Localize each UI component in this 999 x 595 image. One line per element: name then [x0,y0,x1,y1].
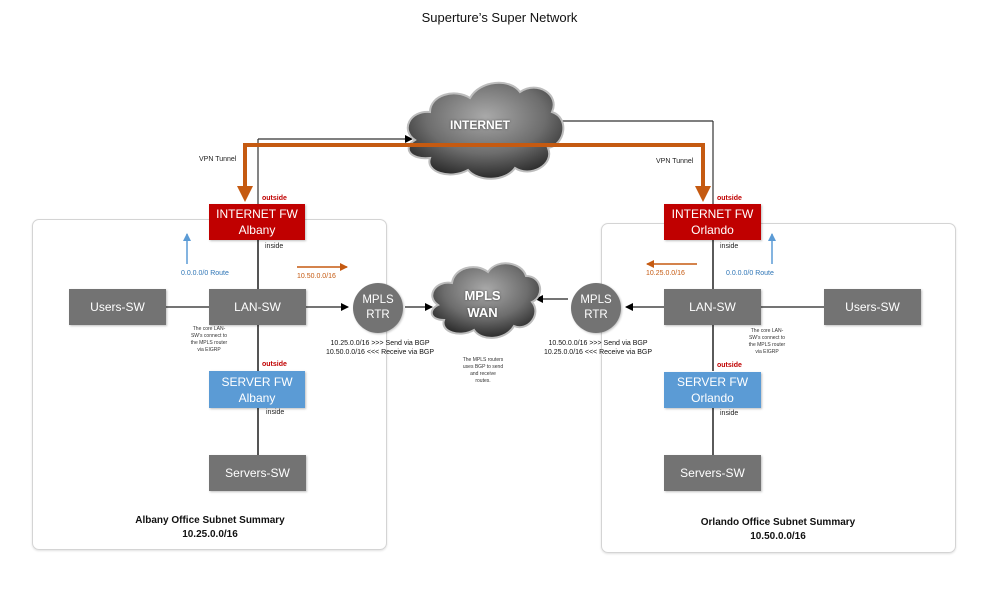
albany-lan-note-line: The core LAN- [192,326,226,332]
orlando-bgp-receive: 10.25.0.0/16 <<< Receive via BGP [544,349,652,356]
albany-server-inside-label: inside [266,409,285,416]
albany-remote-route-label: 10.50.0.0/16 [297,273,336,280]
orlando-internet-fw-line2: Orlando [691,223,734,237]
albany-servers-sw[interactable]: Servers-SW [209,455,306,491]
albany-internet-fw-line1: INTERNET FW [216,207,298,221]
orlando-lan-note: The core LAN- SW’s connect to the MPLS r… [742,328,792,356]
albany-outside-label: outside [262,195,287,202]
orlando-mpls-rtr[interactable]: MPLS RTR [571,283,621,333]
orlando-summary-subnet: 10.50.0.0/16 [750,531,806,542]
mpls-wan-cloud-label: MPLS WAN [445,287,520,321]
orlando-servers-sw[interactable]: Servers-SW [664,455,761,491]
orlando-summary-title: Orlando Office Subnet Summary [700,517,856,528]
albany-mpls-rtr[interactable]: MPLS RTR [353,283,403,333]
vpn-tunnel-path [243,143,705,190]
orlando-internet-fw[interactable]: INTERNET FW Orlando [664,204,761,240]
internet-cloud-label: INTERNET [450,118,510,132]
orlando-bgp-routes: 10.50.0.0/16 >>> Send via BGP 10.25.0.0/… [538,339,658,357]
orlando-subnet-summary: Orlando Office Subnet Summary 10.50.0.0/… [668,516,888,544]
vpn-tunnel-label-left: VPN Tunnel [199,156,237,163]
albany-server-outside-label: outside [262,361,287,368]
albany-server-fw[interactable]: SERVER FW Albany [209,371,305,408]
diagram-title: Superture’s Super Network [421,10,578,25]
orlando-remote-route-label: 10.25.0.0/16 [646,270,685,277]
albany-users-sw[interactable]: Users-SW [69,289,166,325]
albany-lan-note-line: SW’s connect to [190,333,228,339]
mpls-note-line: The MPLS routers [462,357,504,363]
albany-lan-note-line: via EIGRP [197,347,221,353]
orlando-server-outside-label: outside [717,362,742,369]
orlando-inside-label: inside [720,243,739,250]
albany-inside-label: inside [265,243,284,250]
orlando-server-fw-line1: SERVER FW [676,375,749,389]
mpls-wan-cloud-icon [430,262,542,339]
albany-internet-fw-line2: Albany [238,223,276,237]
vpn-tunnel-label-right: VPN Tunnel [656,158,694,165]
albany-internet-fw[interactable]: INTERNET FW Albany [209,204,305,240]
mpls-wan-label-line1: MPLS [464,288,501,303]
albany-lan-note: The core LAN- SW’s connect to the MPLS r… [184,326,234,354]
mpls-note-line: and receive [470,371,496,377]
albany-server-fw-line2: Albany [238,390,276,405]
orlando-lan-note-line: the MPLS router [748,342,786,348]
orlando-lan-sw[interactable]: LAN-SW [664,289,761,325]
albany-bgp-send: 10.25.0.0/16 >>> Send via BGP [330,340,430,347]
vpn-tunnel-arrow-right-icon [695,186,711,202]
albany-bgp-receive: 10.50.0.0/16 <<< Receive via BGP [326,349,434,356]
orlando-server-fw-line2: Orlando [691,391,734,405]
orlando-office-container [601,223,956,553]
orlando-mpls-rtr-line1: MPLS [580,294,612,306]
internet-cloud-icon [406,81,565,180]
orlando-server-fw[interactable]: SERVER FW Orlando [664,372,761,408]
mpls-note-line: routes. [475,378,491,384]
albany-summary-subnet: 10.25.0.0/16 [182,529,238,540]
orlando-bgp-send: 10.50.0.0/16 >>> Send via BGP [548,340,648,347]
orlando-internet-fw-line1: INTERNET FW [671,207,754,221]
albany-default-route-label: 0.0.0.0/0 Route [181,270,229,277]
orlando-outside-label: outside [717,195,742,202]
orlando-lan-note-line: SW’s connect to [748,335,786,341]
orlando-lan-note-line: The core LAN- [750,328,784,334]
albany-mpls-rtr-line2: RTR [366,309,390,321]
mpls-bgp-note: The MPLS routers uses BGP to send and re… [458,357,508,385]
orlando-lan-note-line: via EIGRP [755,349,779,355]
vpn-tunnel-arrow-left-icon [237,186,253,202]
orlando-default-route-label: 0.0.0.0/0 Route [726,270,774,277]
mpls-wan-label-line2: WAN [467,305,498,320]
albany-subnet-summary: Albany Office Subnet Summary 10.25.0.0/1… [100,514,320,542]
albany-mpls-rtr-line1: MPLS [362,294,394,306]
albany-summary-title: Albany Office Subnet Summary [135,515,285,526]
orlando-server-inside-label: inside [720,410,739,417]
albany-lan-sw[interactable]: LAN-SW [209,289,306,325]
orlando-users-sw[interactable]: Users-SW [824,289,921,325]
albany-server-fw-line1: SERVER FW [221,374,293,389]
mpls-note-line: uses BGP to send [462,364,504,370]
albany-lan-note-line: the MPLS router [190,340,228,346]
orlando-mpls-rtr-line2: RTR [584,309,608,321]
albany-bgp-routes: 10.25.0.0/16 >>> Send via BGP 10.50.0.0/… [320,339,440,357]
